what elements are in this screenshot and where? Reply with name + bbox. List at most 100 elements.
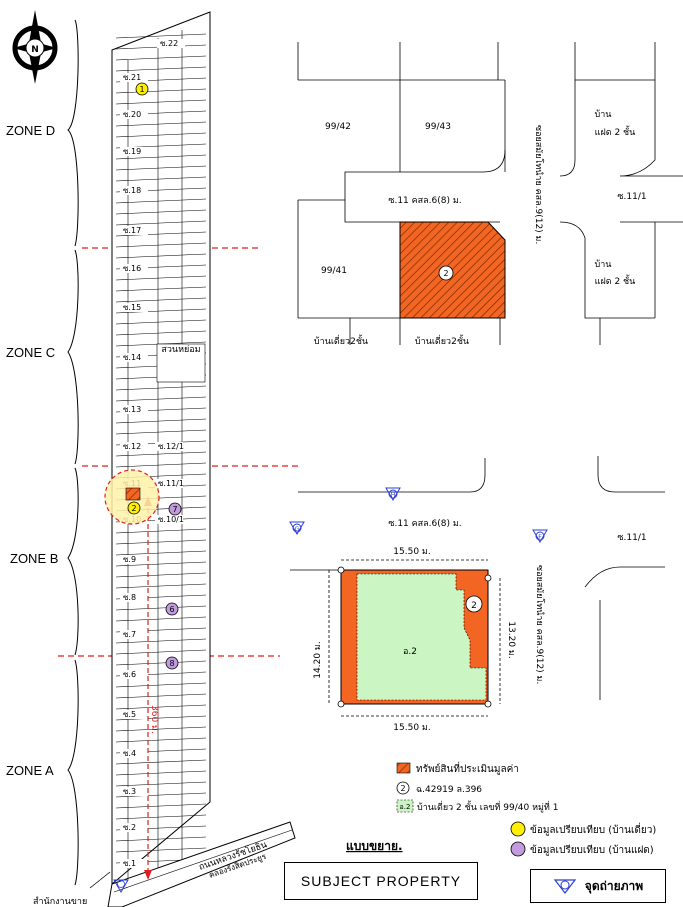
soi-label-bg xyxy=(120,303,148,312)
soi-label: ซ.8 xyxy=(123,593,136,602)
soi-label: ซ.11/1 xyxy=(158,479,184,488)
soi-label-bg xyxy=(120,147,148,156)
dim-left: 14.20 ม. xyxy=(313,641,323,678)
soi-label-bg xyxy=(120,110,148,119)
soi-label: ซ.10/1 xyxy=(158,515,184,524)
soi-label: ซ.4 xyxy=(123,749,136,758)
detail-bottom-marker: 2 xyxy=(471,601,477,611)
detail-bottom-side-road: ซอยสมัยโทนำย คสล.9(12) ม. xyxy=(534,565,545,684)
distance-label: 360 ม. xyxy=(149,705,159,734)
building-footprint xyxy=(356,573,487,701)
park-label: สวนหย่อม xyxy=(161,345,200,355)
soi-label-bg xyxy=(120,787,148,796)
view-point-legend-label: จุดถ่ายภาพ xyxy=(584,878,644,893)
svg-text:H: H xyxy=(391,492,396,499)
detail-top-side-road: ซอยสมัยโทนำย คสล.9(12) ม. xyxy=(533,125,544,244)
view-point-legend-box: จุดถ่ายภาพ xyxy=(530,869,666,903)
zone-c-label: ZONE C xyxy=(6,345,55,360)
soi-label-bg xyxy=(120,670,148,679)
dim-top: 15.50 ม. xyxy=(393,547,430,557)
soi-label: ซ.1 xyxy=(123,859,136,868)
view-point-f: F xyxy=(532,529,548,543)
soi-label: ซ.20 xyxy=(123,110,141,119)
legend-deed: ฉ.42919 ล.396 xyxy=(416,785,482,795)
zone-a-label: ZONE A xyxy=(6,763,54,778)
legend-comp-single: ข้อมูลเปรียบเทียบ (บ้านเดี่ยว) xyxy=(530,822,656,836)
soi-label-bg xyxy=(120,710,148,719)
comparable-6: 6 xyxy=(165,602,179,616)
lot-99-42: 99/42 xyxy=(325,122,351,132)
dim-right: 13.20 ม. xyxy=(506,621,516,658)
soi-label-bg xyxy=(120,186,148,195)
soi-label: ซ.14 xyxy=(123,353,141,362)
north-arrow-icon: N xyxy=(12,10,58,84)
lot-99-41: 99/41 xyxy=(321,266,347,276)
legend-subject: ทรัพย์สินที่ประเมินมูลค่า xyxy=(416,761,519,775)
soi-label-bg xyxy=(120,353,148,362)
comparable-8: 8 xyxy=(165,656,179,670)
soi-label: ซ.12/1 xyxy=(158,442,184,451)
svg-text:8: 8 xyxy=(169,659,174,668)
camera-view-icon xyxy=(553,879,576,894)
soi-label: ซ.15 xyxy=(123,303,141,312)
subject-property-box: SUBJECT PROPERTY xyxy=(284,862,478,900)
soi-label: ซ.13 xyxy=(123,405,141,414)
legend-building: บ้านเดี่ยว 2 ชั้น เลขที่ 99/40 หมู่ที่ 1 xyxy=(417,800,558,813)
legend: ทรัพย์สินที่ประเมินมูลค่า 2 ฉ.42919 ล.39… xyxy=(396,761,656,857)
dim-bottom: 15.50 ม. xyxy=(393,723,430,733)
soi-label-bg xyxy=(120,749,148,758)
comparable-1: 1 xyxy=(135,82,149,96)
detail-bottom-road: ซ.11 คสล.6(8) ม. xyxy=(388,519,461,529)
subject-property-label: SUBJECT PROPERTY xyxy=(300,873,462,889)
house-bottom: บ้าน xyxy=(595,259,612,270)
soi-label-bg xyxy=(157,39,185,48)
single-left: บ้านเดี่ยว2ชั้น xyxy=(314,334,368,347)
house-top-sub: แฝด 2 ชั้น xyxy=(595,125,636,138)
svg-text:7: 7 xyxy=(172,505,177,514)
view-point-icon xyxy=(113,879,129,893)
marker-2-label: 2 xyxy=(131,504,136,513)
legend-comp-twin: ข้อมูลเปรียบเทียบ (บ้านแฝด) xyxy=(530,844,654,856)
detail-top-marker: 2 xyxy=(443,269,448,278)
house-bottom-sub: แฝด 2 ชั้น xyxy=(595,274,636,287)
svg-text:อ.2: อ.2 xyxy=(400,803,411,811)
svg-text:1: 1 xyxy=(139,85,144,94)
sales-office-label: สำนักงานขาย xyxy=(33,896,87,907)
soi-label-bg xyxy=(120,442,148,451)
detail-bottom-soi: ซ.11/1 xyxy=(617,533,646,543)
soi-label: ซ.6 xyxy=(123,670,136,679)
svg-text:F: F xyxy=(538,534,542,541)
house-top: บ้าน xyxy=(595,109,612,120)
comparable-7: 7 xyxy=(168,502,182,516)
soi-label-bg xyxy=(120,264,148,273)
svg-text:2: 2 xyxy=(400,784,405,793)
detail-top-road: ซ.11 คสล.6(8) ม. xyxy=(388,196,461,206)
soi-label: ซ.7 xyxy=(123,630,136,639)
lot-99-43: 99/43 xyxy=(425,122,451,132)
soi-label-bg xyxy=(120,405,148,414)
soi-label: ซ.17 xyxy=(123,226,141,235)
soi-label-bg xyxy=(120,555,148,564)
view-point-g: G xyxy=(289,521,305,535)
soi-label-bg xyxy=(155,515,183,524)
soi-label: ซ.18 xyxy=(123,186,141,195)
svg-text:6: 6 xyxy=(169,605,174,614)
soi-label: ซ.22 xyxy=(160,39,178,48)
zone-d-label: ZONE D xyxy=(6,123,55,138)
soi-label-bg xyxy=(120,859,148,868)
village-plan: สวนหย่อม ซ.22 ซ.21 ซ.20 ซ.19 ซ.18 ซ.17 ซ.1 6 ซ.1… xyxy=(111,11,211,886)
soi-label-bg xyxy=(120,630,148,639)
soi-label-bg xyxy=(155,479,183,488)
single-right: บ้านเดี่ยว2ชั้น xyxy=(415,334,469,347)
soi-label: ซ.5 xyxy=(123,710,136,719)
soi-label: ซ.12 xyxy=(123,442,141,451)
building-tag: อ.2 xyxy=(403,647,417,657)
soi-label: ซ.9 xyxy=(123,555,136,564)
soi-label: ซ.21 xyxy=(123,73,141,82)
soi-label: ซ.19 xyxy=(123,147,141,156)
detail-top-soi: ซ.11/1 xyxy=(617,192,646,202)
zone-braces xyxy=(67,19,79,886)
dimension-lines xyxy=(328,559,501,717)
expanded-title: แบบขยาย. xyxy=(346,839,403,853)
